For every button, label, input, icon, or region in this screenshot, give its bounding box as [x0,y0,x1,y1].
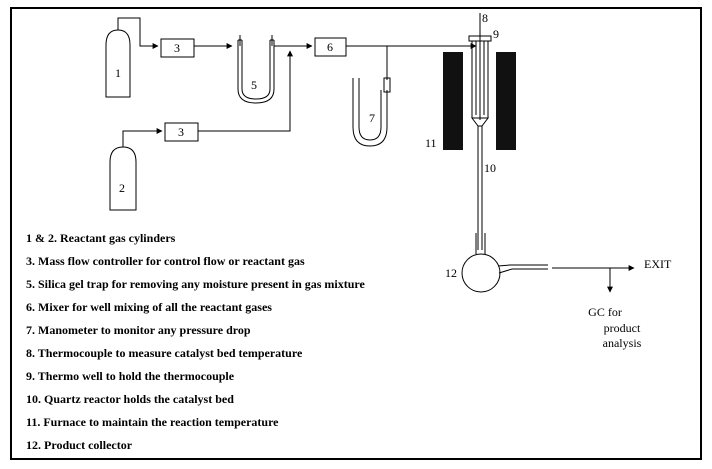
line-mfc-join [198,50,293,132]
gas-cylinder-1 [105,29,131,98]
product-collector [461,233,548,293]
gc-label-line1: GC for [588,305,622,319]
label-cylinder-2: 2 [119,181,125,195]
label-thermo-well: 9 [493,27,499,41]
thermo-well [468,35,492,42]
legend-item: 9. Thermo well to hold the thermocouple [26,369,235,383]
figure-frame [10,7,702,460]
legend-item: 10. Quartz reactor holds the catalyst be… [26,392,234,406]
mixer [314,37,347,57]
furnace-right [496,52,516,150]
legend-item: 8. Thermocouple to measure catalyst bed … [26,346,303,360]
label-quartz-reactor: 10 [484,161,496,175]
line-cyl2-mfc [122,128,163,147]
legend-item: 7. Manometer to monitor any pressure dro… [26,323,251,337]
manometer [352,77,391,147]
label-mixer: 6 [327,40,333,54]
exit-label: EXIT [644,257,672,271]
label-product-collector: 12 [445,266,457,280]
mass-flow-controller-lower [164,122,199,142]
legend-item: 5. Silica gel trap for removing any mois… [26,277,365,291]
label-furnace: 11 [425,136,437,150]
line-cyl1-mfc [117,17,159,49]
label-cylinder-1: 1 [115,66,121,80]
label-thermocouple: 8 [482,11,488,25]
legend-item: 12. Product collector [26,438,133,452]
mass-flow-controller-upper [160,38,195,58]
label-manometer: 7 [369,111,375,125]
legend-item: 11. Furnace to maintain the reaction tem… [26,415,279,429]
label-silica-trap: 5 [251,78,257,92]
silica-gel-trap [237,35,275,104]
label-mfc-upper: 3 [174,41,180,55]
gc-label-line3: analysis [603,336,642,350]
legend-item: 1 & 2. Reactant gas cylinders [26,231,176,245]
legend-item: 6. Mixer for well mixing of all the reac… [26,300,272,314]
gas-cylinder-2 [109,146,137,211]
legend-item: 3. Mass flow controller for control flow… [26,254,305,268]
label-mfc-lower: 3 [178,125,184,139]
legend-list: 1 & 2. Reactant gas cylinders 3. Mass fl… [26,230,365,460]
furnace-left [443,52,463,150]
gc-label-line2: product [604,321,641,335]
quartz-reactor [471,41,489,250]
